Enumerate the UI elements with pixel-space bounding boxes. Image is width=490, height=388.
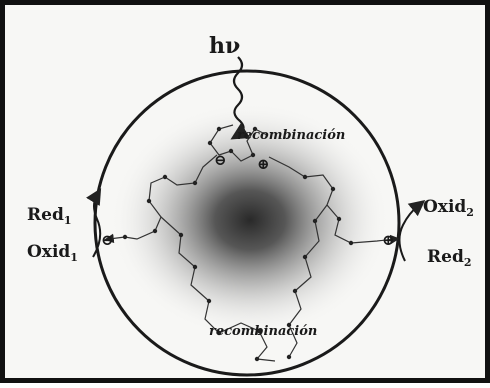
- recombination-label-top: recombinación: [237, 128, 345, 143]
- electron-symbol-left: ⊖: [101, 231, 114, 249]
- photon-label: hν: [209, 33, 240, 59]
- electron-symbol-top: ⊖: [214, 151, 227, 169]
- recombination-label-bottom: recombinación: [209, 324, 317, 339]
- oxid1-label: Oxid1: [27, 242, 78, 264]
- red1-label: Red1: [27, 205, 72, 227]
- photocatalysis-diagram: hν recombinación recombinación ⊖ ⊕ ⊖ ⊕ R…: [5, 5, 490, 388]
- hole-symbol-right: ⊕: [382, 231, 395, 249]
- oxid2-label: Oxid2: [423, 197, 474, 219]
- hole-symbol-top: ⊕: [257, 155, 270, 173]
- red2-label: Red2: [427, 247, 472, 269]
- right-reaction-arrow: [399, 205, 419, 261]
